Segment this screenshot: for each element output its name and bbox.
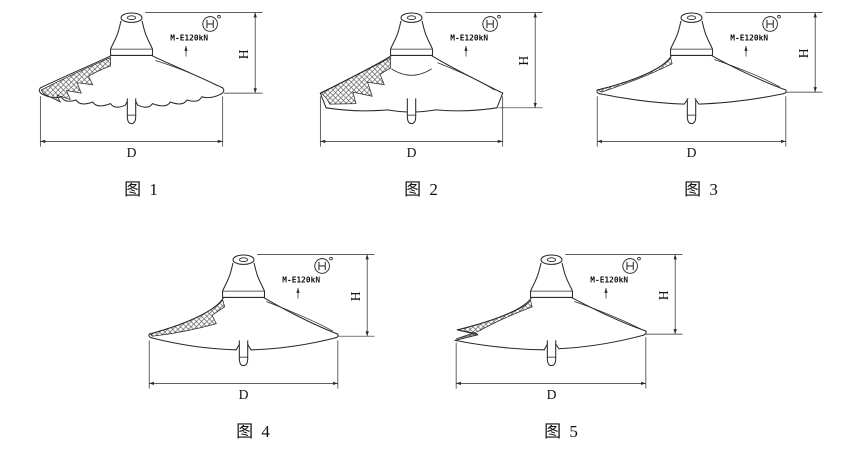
cross-section-hatch bbox=[40, 56, 111, 103]
manufacturer-logo-icon bbox=[314, 256, 333, 274]
figure-caption: 图 2 bbox=[404, 180, 440, 199]
pin bbox=[546, 339, 557, 367]
rating-annotation: M-E120kN bbox=[730, 34, 768, 57]
dimension-h: H bbox=[145, 12, 263, 94]
insulator-drawing-3: H D M-E120kN bbox=[596, 12, 823, 160]
dim-h-label: H bbox=[796, 48, 811, 58]
dimension-d: D bbox=[148, 340, 339, 402]
figure-caption: 图 1 bbox=[124, 180, 160, 199]
rating-annotation: M-E120kN bbox=[590, 276, 628, 299]
insulator-drawing-4: H D M-E120kN bbox=[148, 254, 375, 402]
dim-d-label: D bbox=[547, 387, 557, 402]
dimension-h: H bbox=[565, 254, 683, 335]
rating-annotation: M-E120kN bbox=[170, 34, 208, 57]
dimension-d: D bbox=[596, 96, 787, 160]
manufacturer-logo-icon bbox=[202, 14, 221, 32]
rating-label: M-E120kN bbox=[450, 34, 488, 43]
dim-d-label: D bbox=[407, 145, 417, 160]
dim-d-label: D bbox=[687, 145, 697, 160]
dimension-d: D bbox=[455, 337, 647, 402]
cross-section-hatch bbox=[149, 298, 226, 337]
insulator-drawing-1: H D M-E120kN bbox=[38, 12, 263, 160]
dimension-d: D bbox=[319, 96, 504, 160]
dim-h-label: H bbox=[348, 291, 363, 301]
pin bbox=[686, 97, 697, 125]
rating-label: M-E120kN bbox=[282, 276, 320, 285]
insulator-drawing-2: H D M-E120kN bbox=[319, 12, 543, 160]
insulator-cap bbox=[670, 12, 714, 56]
figure-4: H D M-E120kN 图 4 bbox=[123, 248, 385, 442]
insulator-shed bbox=[38, 54, 225, 108]
insulator-shed bbox=[454, 296, 647, 351]
figure-2: H D M-E120kN 图 2 bbox=[291, 6, 553, 200]
dimension-d: D bbox=[39, 96, 224, 160]
rating-annotation: M-E120kN bbox=[450, 34, 488, 57]
dimension-h: H bbox=[257, 254, 375, 337]
dim-h-label: H bbox=[236, 49, 251, 59]
manufacturer-logo-icon bbox=[762, 14, 781, 32]
dim-d-label: D bbox=[127, 145, 137, 160]
dimension-h: H bbox=[425, 12, 543, 109]
bottom-row: H D M-E120kN 图 4 bbox=[0, 248, 844, 442]
rating-label: M-E120kN bbox=[170, 34, 208, 43]
cross-section-hatch bbox=[456, 299, 533, 340]
insulator-drawing-5: H D M-E120kN bbox=[454, 254, 683, 402]
insulator-shed bbox=[596, 54, 787, 105]
top-row: H D M-E120kN 图 1 bbox=[0, 6, 844, 200]
pin bbox=[126, 97, 137, 125]
figure-caption: 图 4 bbox=[236, 422, 272, 441]
dimension-h: H bbox=[705, 12, 823, 93]
pin bbox=[238, 339, 249, 367]
dim-h-label: H bbox=[516, 56, 531, 66]
insulator-cap bbox=[390, 12, 434, 56]
manufacturer-logo-icon bbox=[622, 256, 641, 274]
pin bbox=[406, 97, 417, 125]
figure-caption: 图 5 bbox=[544, 422, 580, 441]
manufacturer-logo-icon bbox=[482, 14, 501, 32]
dim-h-label: H bbox=[656, 290, 671, 300]
insulator-cap bbox=[222, 254, 266, 298]
figure-3: H D M-E120kN 图 3 bbox=[571, 6, 833, 200]
dim-d-label: D bbox=[239, 387, 249, 402]
rating-label: M-E120kN bbox=[730, 34, 768, 43]
rating-label: M-E120kN bbox=[590, 276, 628, 285]
cross-section-hatch bbox=[320, 56, 391, 105]
cross-section-hatch bbox=[597, 56, 673, 93]
insulator-cap bbox=[530, 254, 574, 298]
figure-caption: 图 3 bbox=[684, 180, 720, 199]
rating-annotation: M-E120kN bbox=[282, 276, 320, 299]
figure-1: H D M-E120kN 图 1 bbox=[11, 6, 273, 200]
insulator-cap bbox=[110, 12, 154, 56]
figure-5: H D M-E120kN 图 5 bbox=[431, 248, 693, 442]
